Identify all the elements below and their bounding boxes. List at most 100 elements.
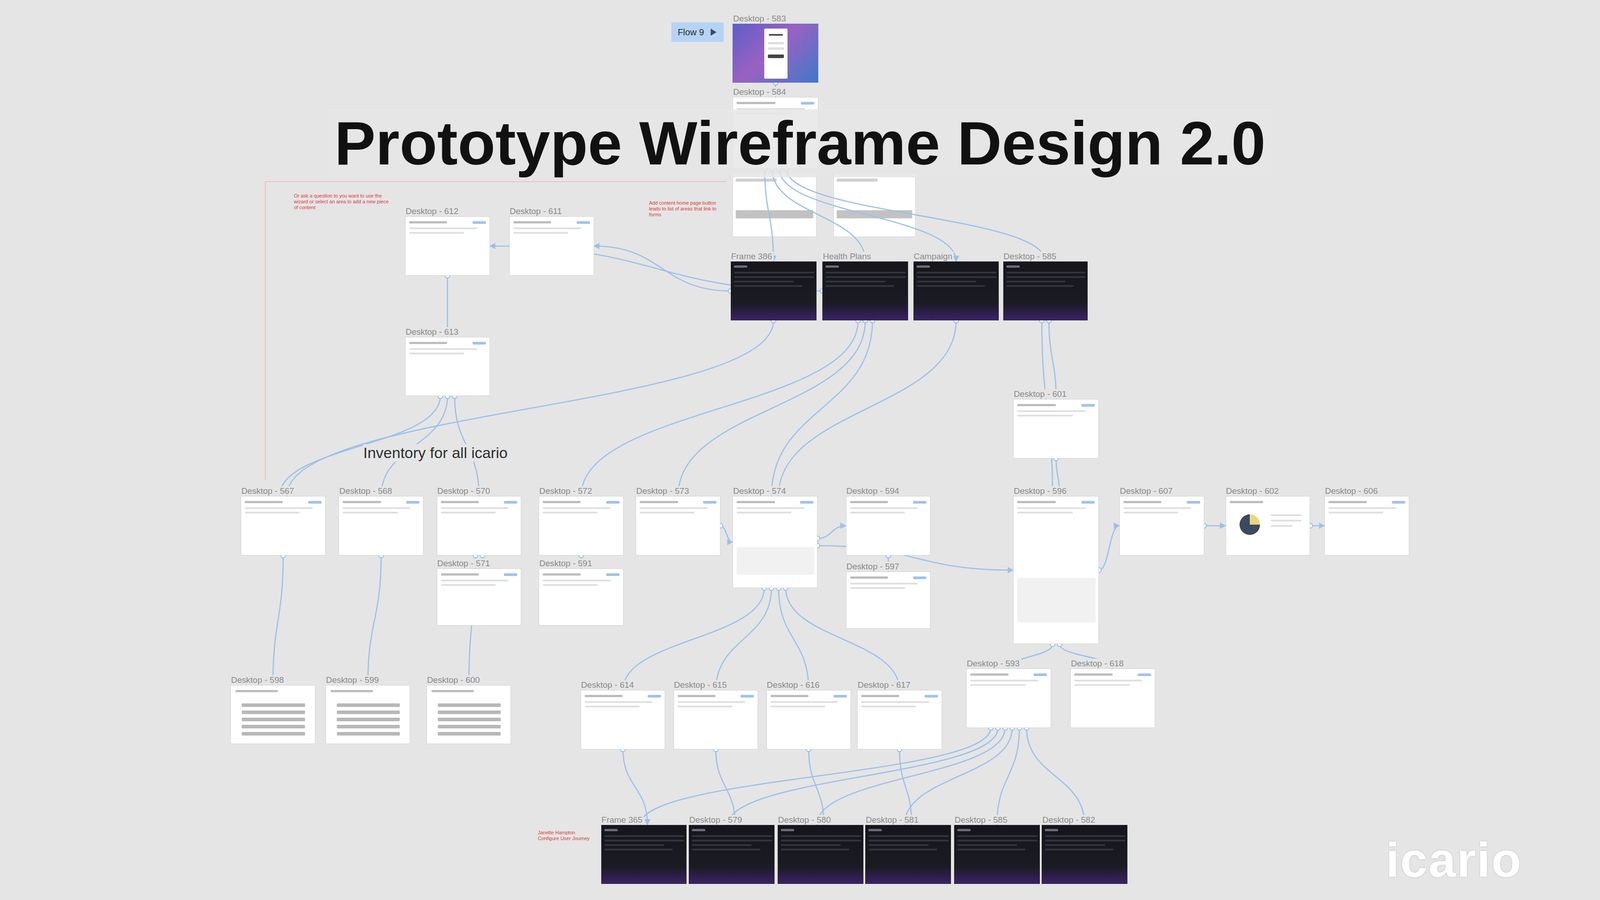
screen-content [767,41,784,45]
screen-content [861,705,917,708]
screen-content [780,848,850,851]
screen-content [472,341,486,345]
screen-content [1081,403,1095,407]
screen-frame: Frame 386 [730,261,817,321]
frame-label: Desktop - 615 [674,679,729,690]
frame-label: Desktop - 597 [846,561,901,571]
screen-content [1017,403,1056,407]
screen-content [850,511,905,514]
screen-content [1017,414,1073,417]
frame-label: Desktop - 617 [857,679,912,690]
screen-content [703,500,717,504]
frame-label: Desktop - 599 [326,674,381,685]
screen-content [440,500,479,503]
screen-content [241,703,306,707]
screen-content [606,573,620,576]
screen-content [437,703,502,707]
frame-label: Desktop - 594 [846,485,901,496]
frame-label: Desktop - 584 [732,87,788,97]
screen-content [542,573,581,576]
screen-content [733,284,803,287]
screen-content [576,221,591,224]
screen-content [542,511,598,514]
screen-content [916,276,997,278]
frame-label: Desktop - 568 [339,485,394,496]
screen-content [1328,511,1384,514]
screen-content [677,705,733,708]
screen-frame: Desktop - 602 [1225,495,1311,555]
screen-content [957,839,1038,842]
frame-label: Desktop - 600 [427,674,482,685]
screen-content [342,500,381,503]
prototype-connector [779,168,956,262]
screen-content [916,265,930,268]
frame-label: Desktop - 591 [539,558,594,568]
frame-label: Desktop - 616 [766,679,821,690]
frame-label: Desktop - 583 [732,13,788,24]
screen-frame: Desktop - 599 [325,684,411,744]
screen-content [639,511,695,514]
frame-label: Desktop - 611 [509,206,564,216]
screen-content [868,834,949,837]
prototype-connector [1310,524,1325,527]
screen-content [235,689,278,692]
screen-content [1017,500,1056,503]
screen-content [957,828,971,831]
screen-content [409,347,478,350]
screen-frame: Desktop - 618 [1070,668,1156,728]
screen-content [244,511,300,514]
screen-frame: Desktop - 596 [1013,495,1099,644]
screen-content [241,724,306,729]
screen-content [431,689,474,692]
frame-label: Desktop - 581 [865,814,920,825]
mock-bar [735,178,777,182]
screen-content [770,705,826,708]
frame-label: Desktop - 582 [1042,814,1097,825]
screen-content [604,828,618,831]
screen-frame: Desktop - 591 [538,568,624,626]
screen-content [330,689,373,692]
screen-frame: Health Plans [822,261,909,321]
screen-content [850,506,918,509]
screen-frame: Desktop - 594 [846,495,931,555]
hidden-frame [833,173,916,237]
frame-label: Desktop - 579 [689,814,744,825]
screen-content [409,341,448,344]
screen-content [584,694,623,697]
screen-content [336,717,401,721]
screen-frame: Desktop - 580 [777,824,864,884]
screen-frame: Desktop - 607 [1119,495,1205,555]
screen-content [647,694,662,698]
screen-content [639,500,678,503]
screen-content [770,700,839,703]
screen-content [800,101,815,105]
screen-content [780,843,841,846]
screen-content [409,231,465,234]
screen-content [1229,500,1264,503]
screen-content [780,828,795,831]
prototype-connector [1204,524,1226,527]
frame-label: Desktop - 607 [1119,485,1174,496]
mock-bar [836,178,878,182]
frame-label: Campaign [913,251,955,261]
screen-content [916,271,997,274]
screen-frame: Desktop - 617 [857,689,943,749]
frame-label: Desktop - 598 [230,674,285,685]
screen-content [440,583,496,586]
screen-content [691,834,773,837]
frame-label: Desktop - 602 [1226,485,1281,496]
screen-content [733,276,815,278]
screen-content [913,500,927,504]
screen-content [1123,506,1192,509]
screen-frame: Desktop - 598 [230,684,316,744]
screen-content [409,227,478,230]
screen-content [1017,577,1096,622]
prototype-connector [581,320,859,496]
screen-content [472,221,486,224]
screen-content [733,271,815,274]
screen-frame: Desktop - 616 [766,689,852,749]
screen-content [1017,410,1086,412]
screen-content [764,28,788,79]
screen-content [800,500,814,504]
screen-content [868,839,949,842]
